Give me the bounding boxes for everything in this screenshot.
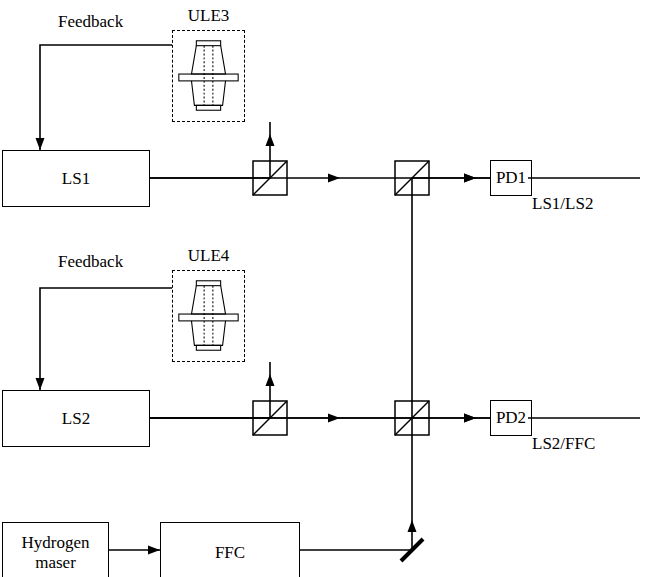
- beam-connector: [150, 174, 490, 419]
- cavity-mirror: [196, 281, 220, 286]
- cavity-spacer: [191, 321, 225, 345]
- component-name: FFC: [215, 543, 245, 563]
- cavity-mirror: [196, 41, 220, 46]
- component-box: LS2: [2, 390, 150, 447]
- cavity-box: ULE3: [172, 30, 245, 122]
- arrowhead: [266, 134, 275, 146]
- arrowhead: [464, 414, 476, 423]
- beam-line: [150, 122, 270, 178]
- arrowhead: [36, 138, 45, 150]
- cavity-bore: [212, 286, 213, 346]
- arrowhead: [464, 414, 476, 423]
- component-name: LS2: [62, 409, 90, 429]
- cavity-flange: [179, 314, 238, 321]
- cavity-flange: [179, 74, 238, 81]
- component-name: LS1: [62, 169, 90, 189]
- cavity-mirror: [196, 345, 220, 350]
- arrowhead: [464, 174, 476, 183]
- beam-line: [150, 178, 490, 418]
- ule-cavity-drawing: [173, 271, 244, 361]
- cavity-bore: [204, 46, 205, 106]
- component-box: Hydrogen maser: [2, 522, 109, 577]
- component-name: Hydrogen maser: [3, 533, 108, 572]
- cavity-spacer: [191, 81, 225, 105]
- signal-label: LS2/FFC: [532, 434, 595, 454]
- arrowhead: [266, 374, 275, 386]
- component-name: PD2: [496, 408, 526, 428]
- beam-line: [300, 418, 490, 550]
- arrowhead: [36, 378, 45, 390]
- beam-connector: [109, 546, 160, 555]
- beam-connector: [300, 414, 490, 551]
- component-box: FFC: [160, 522, 300, 577]
- arrowhead: [328, 174, 340, 183]
- beam-connector: [36, 45, 173, 150]
- beam-line: [150, 362, 270, 418]
- cavity-label: ULE3: [188, 6, 230, 26]
- signal-wire: [528, 177, 640, 179]
- component-name: PD1: [496, 168, 526, 188]
- ule-cavity-drawing: [173, 31, 244, 121]
- beam-connector: [150, 122, 275, 178]
- signal-wire: [528, 417, 640, 419]
- signal-label: LS1/LS2: [532, 194, 593, 214]
- beam-connector: [36, 288, 173, 390]
- cavity-label: ULE4: [188, 246, 230, 266]
- edge-label: Feedback: [58, 252, 123, 272]
- beam-line: [40, 45, 172, 150]
- arrowhead: [148, 546, 160, 555]
- cavity-bore: [212, 46, 213, 106]
- component-box: LS1: [2, 150, 150, 207]
- cavity-spacer: [191, 286, 225, 314]
- cavity-bore: [204, 286, 205, 346]
- component-box: PD2: [490, 400, 532, 436]
- arrowhead: [408, 520, 417, 532]
- beam-connector: [150, 362, 275, 418]
- component-box: PD1: [490, 160, 532, 196]
- arrowhead: [464, 174, 476, 183]
- beam-line: [40, 288, 172, 390]
- cavity-spacer: [191, 46, 225, 74]
- edge-label: Feedback: [58, 12, 123, 32]
- cavity-mirror: [196, 105, 220, 110]
- cavity-box: ULE4: [172, 270, 245, 362]
